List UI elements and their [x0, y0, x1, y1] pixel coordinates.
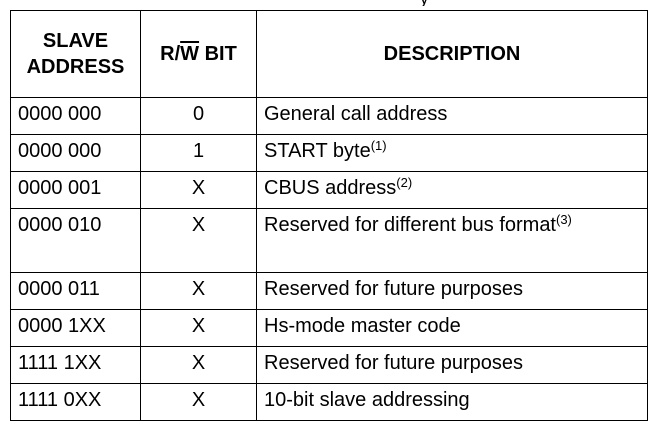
cell-description: Reserved for different bus format(3) — [256, 208, 648, 273]
header-rw-bit: R/W BIT — [140, 10, 257, 98]
cell-description: General call address — [256, 97, 648, 135]
description-text: 10-bit slave addressing — [264, 389, 470, 411]
footnote-marker: (2) — [396, 175, 413, 190]
cell-address: 0000 010 — [10, 208, 141, 273]
table-row: 0000 1XX X Hs-mode master code — [10, 309, 648, 347]
header-description: DESCRIPTION — [256, 10, 648, 98]
table-row: 0000 001 X CBUS address(2) — [10, 171, 648, 209]
cell-description: 10-bit slave addressing — [256, 383, 648, 421]
description-text: Reserved for future purposes — [264, 278, 524, 300]
table-row: 0000 000 1 START byte(1) — [10, 134, 648, 172]
description-text: START byte — [264, 140, 371, 162]
description-text: CBUS address — [264, 177, 397, 199]
slave-address-table: SLAVE ADDRESS R/W BIT DESCRIPTION 0000 0… — [10, 10, 648, 421]
table-row: 0000 011 X Reserved for future purposes — [10, 272, 648, 310]
description-text: Reserved for different bus format — [264, 214, 556, 236]
table-row: 0000 010 X Reserved for different bus fo… — [10, 208, 648, 273]
cell-rw-bit: X — [140, 309, 257, 347]
table-header-row: SLAVE ADDRESS R/W BIT DESCRIPTION — [10, 10, 648, 98]
header-slave-label: SLAVE — [42, 30, 109, 52]
cell-rw-bit: X — [140, 272, 257, 310]
description-text: General call address — [264, 103, 448, 125]
header-slave-address: SLAVE ADDRESS — [10, 10, 141, 98]
table-row: 1111 0XX X 10-bit slave addressing — [10, 383, 648, 421]
clipped-heading-fragment: y — [0, 0, 659, 6]
table-row: 1111 1XX X Reserved for future purposes — [10, 346, 648, 384]
cell-address: 1111 1XX — [10, 346, 141, 384]
cell-rw-bit: 1 — [140, 134, 257, 172]
footnote-marker: (1) — [370, 138, 387, 153]
cell-rw-bit: X — [140, 208, 257, 273]
cell-description: Reserved for future purposes — [256, 346, 648, 384]
clipped-heading-text: y — [420, 0, 429, 6]
header-rw-overlined-w: W — [180, 43, 200, 65]
cell-description: START byte(1) — [256, 134, 648, 172]
cell-rw-bit: X — [140, 171, 257, 209]
cell-address: 0000 1XX — [10, 309, 141, 347]
cell-address: 1111 0XX — [10, 383, 141, 421]
footnote-marker: (3) — [556, 212, 572, 227]
cell-rw-bit: X — [140, 346, 257, 384]
table-row: 0000 000 0 General call address — [10, 97, 648, 135]
description-text: Hs-mode master code — [264, 315, 461, 337]
cell-address: 0000 001 — [10, 171, 141, 209]
cell-description: CBUS address(2) — [256, 171, 648, 209]
cell-rw-bit: 0 — [140, 97, 257, 135]
description-text: Reserved for future purposes — [264, 352, 524, 374]
cell-description: Reserved for future purposes — [256, 272, 648, 310]
cell-address: 0000 000 — [10, 97, 141, 135]
header-rw-prefix: R/ — [160, 43, 181, 65]
header-rw-suffix: BIT — [199, 43, 237, 65]
cell-description: Hs-mode master code — [256, 309, 648, 347]
cell-address: 0000 000 — [10, 134, 141, 172]
cell-address: 0000 011 — [10, 272, 141, 310]
header-address-label: ADDRESS — [26, 56, 125, 78]
cell-rw-bit: X — [140, 383, 257, 421]
